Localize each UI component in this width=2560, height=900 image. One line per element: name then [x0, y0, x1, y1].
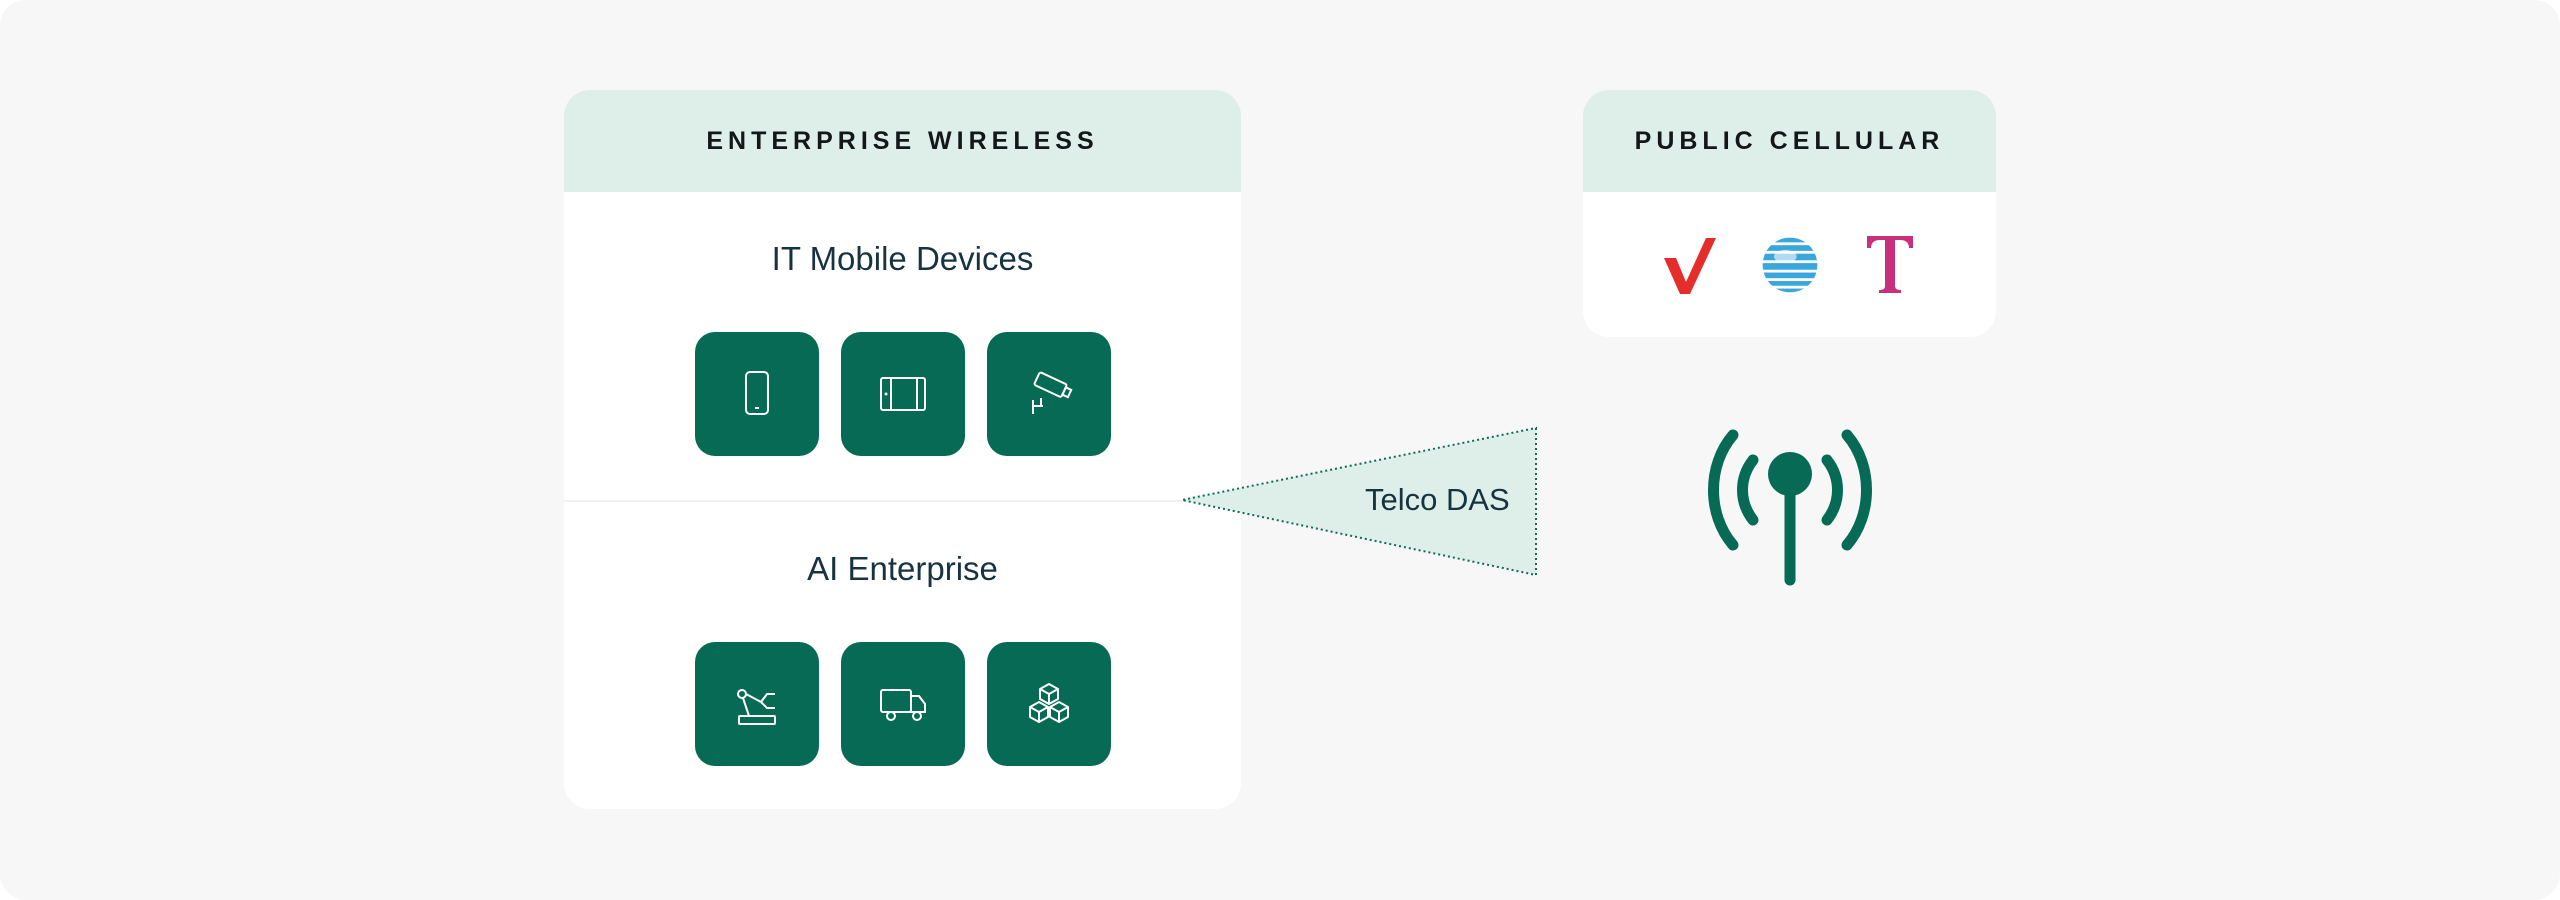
tmobile-t-logo [1855, 230, 1925, 300]
enterprise-wireless-header: ENTERPRISE WIRELESS [564, 90, 1241, 192]
section-divider [564, 500, 1241, 502]
public-cellular-header: PUBLIC CELLULAR [1583, 90, 1996, 192]
smartphone-icon [744, 371, 769, 415]
telco-das-wedge [1181, 426, 1537, 577]
delivery-truck-tile [840, 642, 965, 766]
enterprise-wireless-card: ENTERPRISE WIRELESS IT Mobile Devices [564, 90, 1241, 809]
ai-enterprise-title: AI Enterprise [807, 550, 998, 587]
carrier-logos [1583, 192, 1996, 337]
security-camera-tile [986, 332, 1111, 456]
robotic-arm-icon [736, 689, 776, 725]
stacked-boxes-tile [986, 642, 1111, 766]
verizon-check-logo [1654, 230, 1724, 300]
ai-enterprise-tiles [564, 642, 1241, 766]
stacked-boxes-icon [1028, 683, 1069, 723]
it-mobile-devices-title: IT Mobile Devices [771, 240, 1034, 277]
tablet-icon [879, 377, 926, 411]
telco-das-label: Telco DAS [1365, 482, 1510, 517]
att-globe-logo [1755, 230, 1825, 300]
security-camera-icon [1031, 371, 1073, 414]
it-mobile-devices-tiles [564, 332, 1241, 456]
robotic-arm-tile [694, 642, 819, 766]
delivery-truck-icon [879, 689, 926, 721]
smartphone-tile [694, 332, 819, 456]
public-cellular-card: PUBLIC CELLULAR [1583, 90, 1996, 337]
cell-tower-icon [1708, 429, 1872, 586]
tablet-tile [840, 332, 965, 456]
